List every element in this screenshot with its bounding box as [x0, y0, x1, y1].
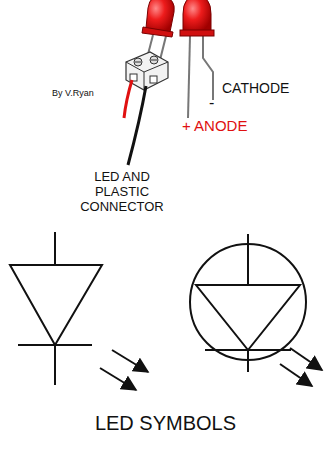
led [180, 0, 214, 118]
led-symbol [10, 232, 148, 390]
black-wire [128, 86, 146, 165]
polarity-sign: - [209, 94, 214, 112]
part-name: LED AND PLASTIC CONNECTOR [72, 170, 172, 215]
caption: LED SYMBOLS [95, 412, 236, 435]
red-wire [124, 80, 132, 118]
author-credit: By V.Ryan [52, 88, 94, 98]
pin-name: CATHODE [222, 80, 289, 96]
led-symbol-circled [190, 234, 322, 386]
led-with-connector [124, 0, 174, 165]
pin-name: + ANODE [182, 117, 247, 134]
